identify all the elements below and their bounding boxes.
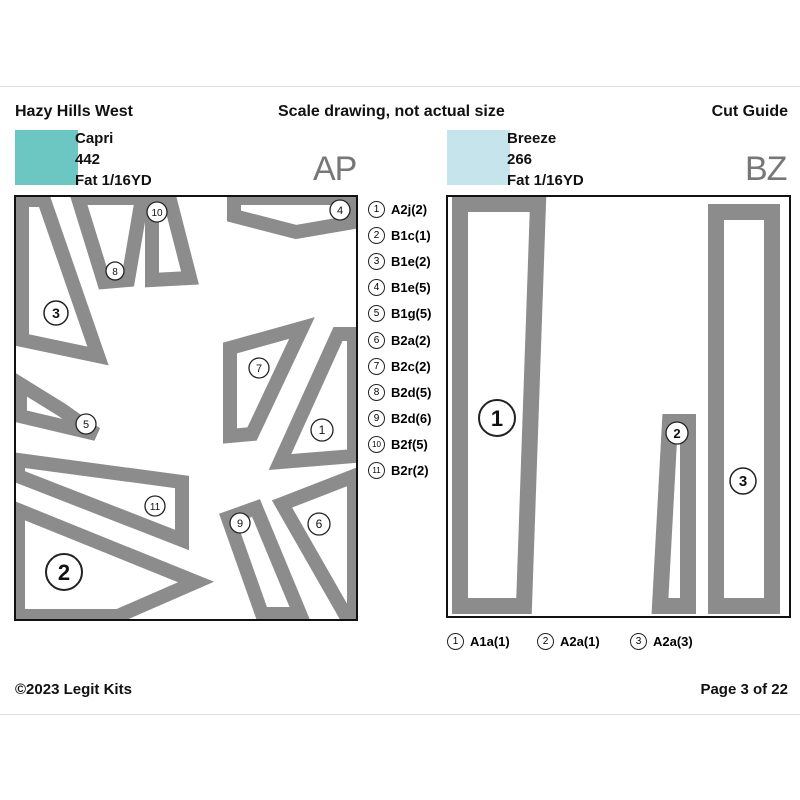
legend-label: B2d(6) [391, 411, 432, 427]
fabric-info-capri: Capri 442 Fat 1/16YD [75, 128, 152, 191]
piece-9 [219, 499, 310, 619]
legend-label: A2j(2) [391, 201, 428, 217]
legend-number: 5 [368, 305, 385, 323]
legend-item: 8 B2d(5) [368, 379, 431, 405]
legend-number: 10 [368, 436, 385, 454]
fabric-name: Capri [75, 130, 114, 147]
bz-legend-item-1: 1 A1a(1) [447, 633, 510, 650]
fabric-code-bz: BZ [745, 150, 787, 188]
legend-item: 5 B1g(5) [368, 301, 431, 327]
piece-1 [268, 327, 356, 470]
legend-number: 11 [368, 462, 385, 480]
legend-number: 7 [368, 357, 385, 375]
fabric-name: Breeze [507, 130, 557, 147]
piece-11 [16, 452, 189, 551]
bz-legend-item-2: 2 A2a(1) [537, 633, 600, 650]
piece-labels: 1 2 3 4 5 6 7 8 9 10 11 1 2 3 [43, 199, 757, 591]
svg-text:9: 9 [237, 518, 243, 530]
ap-frame [14, 195, 358, 621]
piece-4 [227, 197, 356, 240]
fabric-cut: Fat 1/16YD [507, 172, 584, 189]
legend-label: A2a(1) [560, 634, 600, 649]
bz-frame [446, 195, 791, 618]
legend-number: 2 [368, 226, 385, 244]
svg-text:4: 4 [337, 205, 343, 217]
legend-number: 1 [368, 200, 385, 218]
svg-text:2: 2 [58, 560, 70, 585]
legend-label: B1e(5) [391, 280, 431, 296]
fabric-code-ap: AP [313, 150, 357, 188]
svg-text:1: 1 [491, 406, 503, 431]
legend-label: B1g(5) [391, 306, 432, 322]
cut-guide-label: Cut Guide [711, 103, 788, 120]
fabric-info-breeze: Breeze 266 Fat 1/16YD [507, 128, 584, 191]
svg-text:1: 1 [319, 423, 326, 437]
svg-text:11: 11 [150, 502, 161, 513]
legend-label: A2a(3) [653, 634, 693, 649]
ap-pieces [16, 197, 356, 619]
legend-number: 3 [368, 252, 385, 270]
piece-7 [223, 317, 315, 444]
fabric-number: 266 [507, 151, 533, 168]
bz-piece-3 [708, 204, 780, 614]
bz-piece-2 [651, 414, 696, 614]
legend-item: 2 B1c(1) [368, 222, 431, 248]
svg-text:2: 2 [673, 426, 680, 441]
fabric-swatch-capri [15, 130, 78, 185]
legend-label: B1e(2) [391, 253, 431, 269]
svg-text:7: 7 [256, 363, 262, 375]
svg-text:10: 10 [151, 208, 163, 219]
bz-legend-item-3: 3 A2a(3) [630, 633, 693, 650]
legend-item: 9 B2d(6) [368, 406, 431, 432]
legend-label: B2a(2) [391, 332, 431, 348]
legend-item: 7 B2c(2) [368, 353, 431, 379]
legend-item: 11 B2r(2) [368, 458, 431, 484]
fabric-cut: Fat 1/16YD [75, 172, 152, 189]
page-number: Page 3 of 22 [700, 681, 788, 698]
svg-text:3: 3 [52, 305, 60, 321]
svg-text:3: 3 [739, 473, 747, 490]
pattern-title: Hazy Hills West [15, 103, 133, 120]
piece-8 [70, 197, 150, 290]
scale-note: Scale drawing, not actual size [278, 103, 505, 120]
legend-label: B2f(5) [391, 437, 428, 453]
legend-label: B2c(2) [391, 358, 431, 374]
fabric-swatch-breeze [447, 130, 510, 185]
legend-label: B2r(2) [391, 463, 429, 479]
top-rule [0, 86, 800, 87]
legend-number: 6 [368, 331, 385, 349]
legend-label: A1a(1) [470, 634, 510, 649]
legend-label: B1c(1) [391, 227, 431, 243]
legend-label: B2d(5) [391, 384, 432, 400]
legend-number: 4 [368, 279, 385, 297]
bottom-rule [0, 714, 800, 715]
legend-number: 2 [537, 633, 554, 650]
legend-number: 3 [630, 633, 647, 650]
legend-item: 6 B2a(2) [368, 327, 431, 353]
svg-text:6: 6 [316, 517, 323, 531]
fabric-number: 442 [75, 151, 101, 168]
legend-item: 10 B2f(5) [368, 432, 431, 458]
copyright: ©2023 Legit Kits [15, 681, 132, 698]
legend-number: 8 [368, 383, 385, 401]
svg-text:5: 5 [83, 419, 89, 431]
legend-item: 4 B1e(5) [368, 275, 431, 301]
legend-number: 1 [447, 633, 464, 650]
legend-item: 1 A2j(2) [368, 196, 431, 222]
svg-text:8: 8 [112, 267, 118, 278]
piece-3 [16, 197, 109, 366]
piece-6 [271, 467, 356, 619]
legend-item: 3 B1e(2) [368, 248, 431, 274]
legend-number: 9 [368, 410, 385, 428]
